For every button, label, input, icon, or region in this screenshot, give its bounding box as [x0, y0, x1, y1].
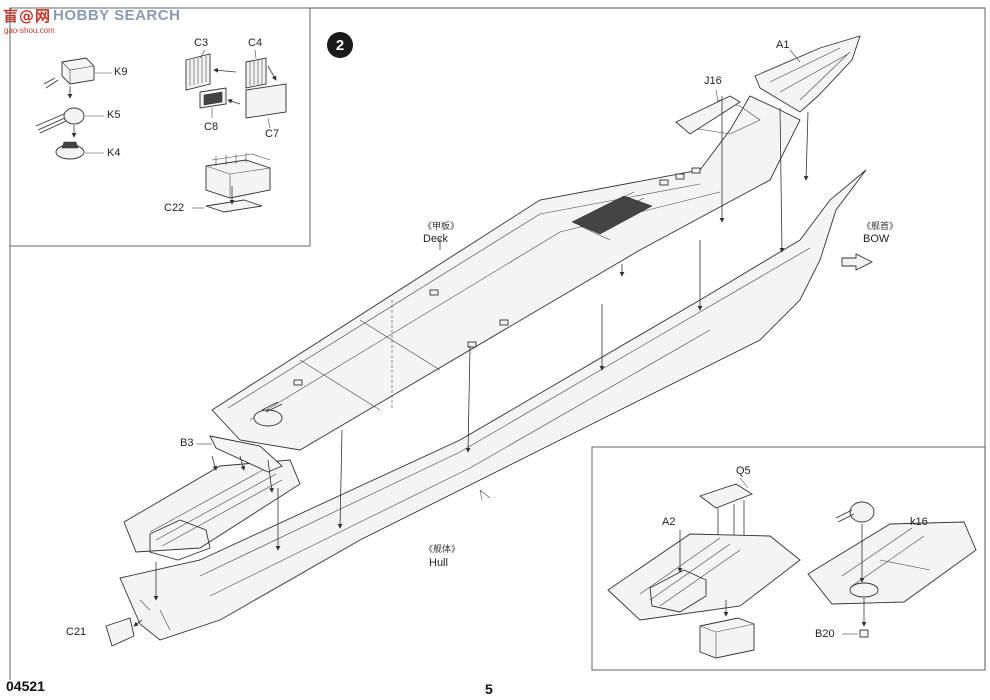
label-k9: K9: [114, 66, 128, 78]
watermark-url: gao-shou.com: [4, 26, 55, 35]
label-k4: K4: [107, 147, 121, 159]
part-c21-drawing: [105, 617, 143, 647]
label-q5: Q5: [736, 465, 751, 477]
label-c22: C22: [164, 202, 185, 214]
rear-deck-module-drawing: [123, 435, 301, 561]
part-a1-drawing: [754, 35, 861, 113]
part-c3-c4-c8-c7-drawing: [185, 49, 287, 129]
label-j16: J16: [704, 75, 722, 87]
inset-frame-bottom-right: [591, 446, 986, 671]
hull-label-en: Hull: [429, 557, 448, 569]
label-c7: C7: [265, 128, 280, 140]
hull-drawing: [119, 169, 867, 641]
part-j16-drawing: [675, 89, 741, 135]
deck-drawing: [211, 95, 801, 451]
hull-label-cn: 《舰体》: [424, 544, 461, 554]
step-number-badge: 2: [327, 32, 353, 58]
label-k16: k16: [910, 516, 928, 528]
label-k5: K5: [107, 109, 121, 121]
bow-label-en: BOW: [863, 233, 890, 245]
label-a2: A2: [662, 516, 676, 528]
part-small-box-drawing: [699, 600, 755, 659]
part-k9-drawing: [43, 57, 112, 99]
part-b20-drawing: [842, 598, 869, 638]
part-a2-drawing: [607, 530, 801, 621]
label-b3: B3: [180, 437, 194, 449]
part-turret-small-drawing: [835, 501, 875, 583]
page-number: 5: [485, 681, 493, 697]
label-b20: B20: [815, 628, 835, 640]
label-c21: C21: [66, 626, 87, 638]
kit-number: 04521: [6, 678, 45, 694]
assembly-arrows: [153, 96, 874, 601]
part-c22-drawing: [192, 153, 271, 213]
label-c4: C4: [248, 37, 263, 49]
part-k16-drawing: [807, 521, 977, 605]
bow-label-cn: 《舰首》: [862, 221, 899, 231]
watermark-text: HOBBY SEARCH: [53, 6, 181, 24]
watermark-logo: 盲@网: [3, 6, 52, 25]
deck-label-en: Deck: [423, 233, 449, 245]
inset-frame-top-left: [9, 7, 311, 247]
label-c8: C8: [204, 121, 219, 133]
label-c3: C3: [194, 37, 209, 49]
part-k5-drawing: [35, 107, 104, 138]
deck-label-cn: 《甲板》: [423, 221, 460, 231]
part-k4-drawing: [55, 141, 104, 160]
watermark: 盲@网 HOBBY SEARCH: [3, 5, 180, 25]
label-a1: A1: [776, 39, 790, 51]
